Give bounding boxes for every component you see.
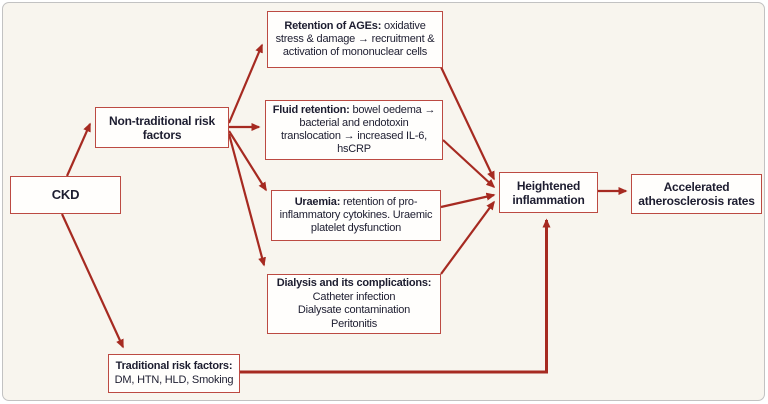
node-dialysis-complications: Dialysis and its complications: Catheter…: [267, 274, 441, 334]
node-nontraditional-risk-factors: Non-traditional risk factors: [95, 107, 229, 148]
node-heightened-inflammation: Heightened inflammation: [499, 172, 598, 213]
node-uraemia-lead: Uraemia:: [294, 196, 341, 208]
node-dialysis-lead: Dialysis and its complications:: [276, 277, 432, 289]
node-atherosclerosis-label: Accelerated atherosclerosis rates: [638, 180, 755, 208]
node-ckd-label: CKD: [51, 187, 80, 202]
node-traditional-body: DM, HTN, HLD, Smoking: [114, 373, 234, 386]
node-retention-of-ages: Retention of AGEs: oxidative stress & da…: [267, 11, 443, 68]
node-dialysis-item-catheter-infection: Catheter infection: [312, 290, 396, 303]
node-fluid-retention: Fluid retention: bowel oedema → bacteria…: [265, 100, 443, 160]
node-ages-text: Retention of AGEs: oxidative stress & da…: [272, 20, 438, 59]
node-uraemia-body: retention of pro-inflammatory cytokines.…: [279, 196, 433, 234]
node-traditional-lead: Traditional risk factors:: [115, 360, 233, 372]
node-fluid-text: Fluid retention: bowel oedema → bacteria…: [270, 104, 438, 156]
node-dialysis-item-peritonitis: Peritonitis: [330, 317, 378, 330]
node-fluid-lead: Fluid retention:: [272, 104, 350, 116]
node-ages-body: oxidative stress & damage → recruitment …: [275, 20, 435, 58]
node-fluid-body: bowel oedema → bacterial and endotoxin t…: [280, 104, 436, 155]
node-inflammation-label: Heightened inflammation: [512, 178, 585, 207]
node-dialysis-item-dialysate-contamination: Dialysate contamination: [297, 304, 411, 316]
node-accelerated-atherosclerosis: Accelerated atherosclerosis rates: [631, 174, 762, 214]
node-dialysis-text: Dialysis and its complications: Catheter…: [277, 277, 432, 331]
node-traditional-risk-factors: Traditional risk factors: DM, HTN, HLD, …: [108, 354, 240, 393]
node-uraemia: Uraemia: retention of pro-inflammatory c…: [271, 190, 441, 241]
node-ckd: CKD: [10, 176, 121, 214]
node-uraemia-text: Uraemia: retention of pro-inflammatory c…: [276, 196, 436, 235]
node-ages-lead: Retention of AGEs:: [284, 20, 382, 32]
node-traditional-text: Traditional risk factors: DM, HTN, HLD, …: [115, 360, 234, 387]
node-nontraditional-label: Non-traditional risk factors: [108, 113, 215, 142]
